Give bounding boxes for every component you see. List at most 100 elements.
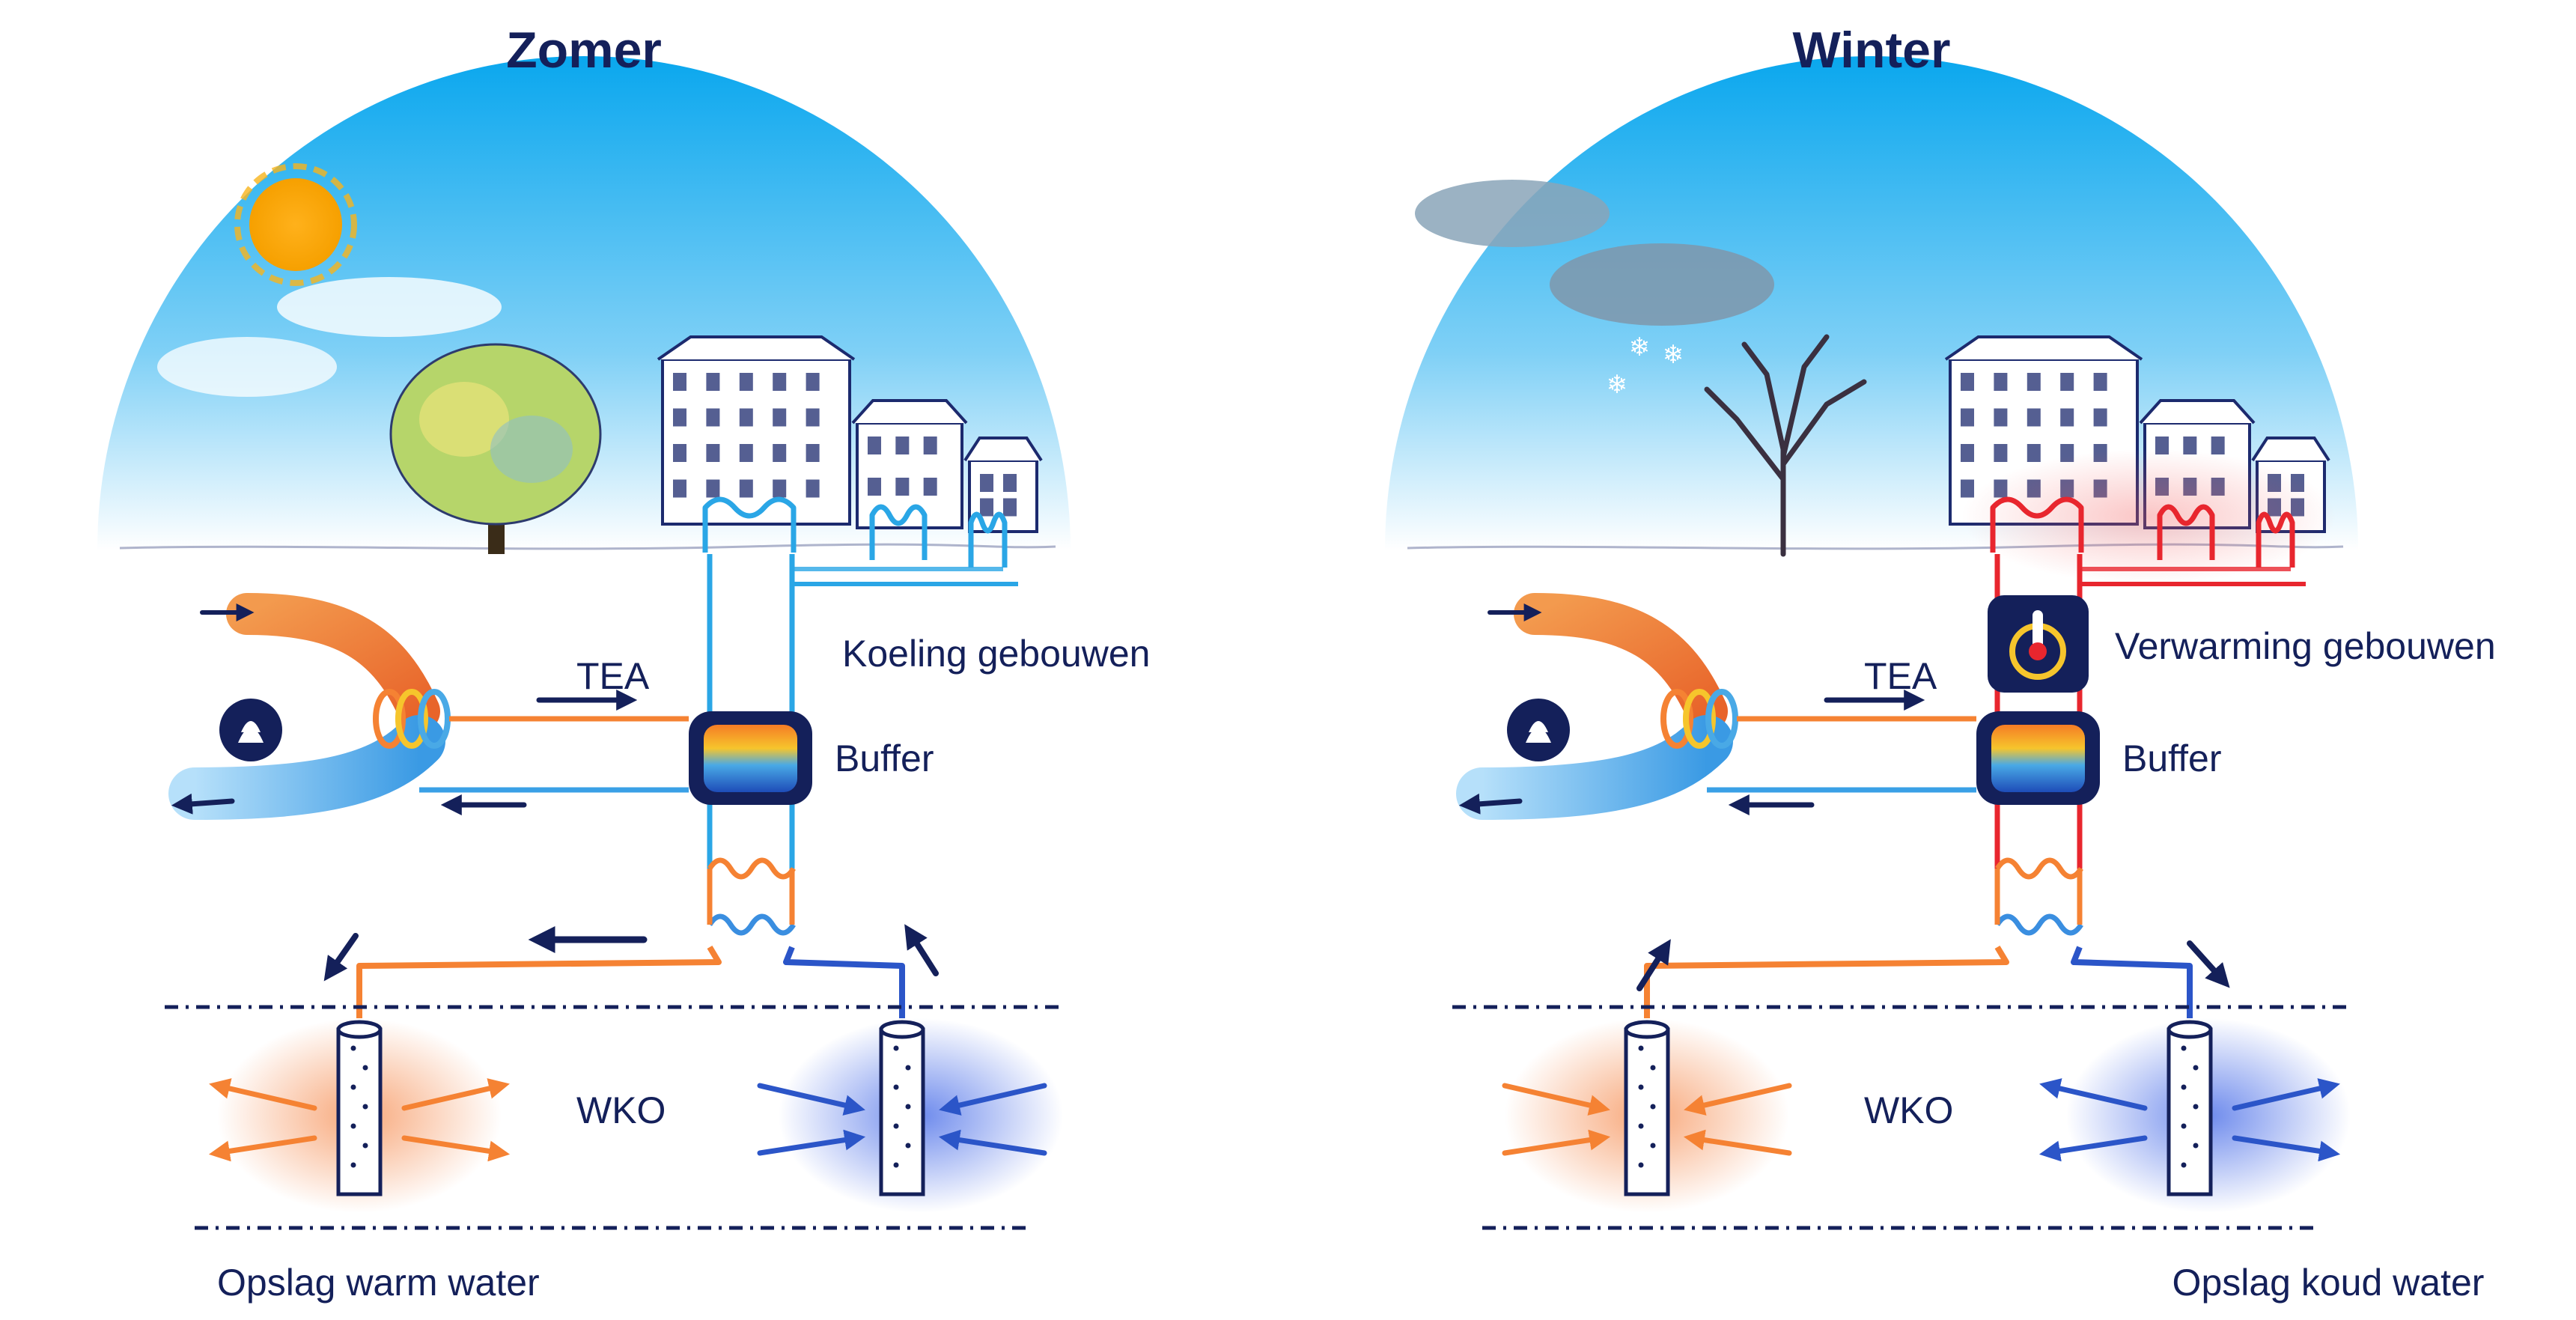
building-window bbox=[773, 373, 786, 391]
building-window bbox=[1994, 409, 2007, 427]
panel-title: Winter bbox=[1793, 22, 1951, 79]
well-perforation bbox=[1651, 1065, 1656, 1071]
summer-content: ZomerTEAKoeling gebouwenBufferWKOOpslag … bbox=[97, 22, 1150, 1304]
warm-well-icon bbox=[1626, 1022, 1668, 1194]
tree-shade bbox=[490, 416, 573, 483]
well-perforation bbox=[2193, 1104, 2199, 1110]
building-window bbox=[1994, 373, 2007, 391]
well-perforation bbox=[1639, 1124, 1644, 1129]
well-perforation bbox=[1639, 1163, 1644, 1168]
building-window bbox=[706, 480, 719, 498]
building-window bbox=[806, 480, 820, 498]
well-perforation bbox=[2181, 1085, 2187, 1090]
building-window bbox=[2027, 409, 2041, 427]
warm-well-pipe bbox=[359, 947, 719, 1018]
building-roof bbox=[965, 438, 1041, 460]
well-perforation bbox=[2193, 1143, 2199, 1149]
building-roof bbox=[2140, 401, 2254, 423]
well-casing bbox=[338, 1029, 380, 1194]
exchanger-coil-warm bbox=[1997, 860, 2081, 877]
well-perforation bbox=[1639, 1046, 1644, 1051]
well-casing bbox=[1626, 1029, 1668, 1194]
building-roof bbox=[853, 401, 966, 423]
label-wko: WKO bbox=[576, 1089, 666, 1131]
building-window bbox=[1003, 474, 1017, 492]
building-window bbox=[868, 478, 881, 496]
buffer-tank-fill bbox=[1991, 725, 2085, 792]
building-window bbox=[740, 373, 753, 391]
building-roof bbox=[2253, 438, 2329, 460]
building-window bbox=[740, 480, 753, 498]
well-perforation bbox=[351, 1124, 356, 1129]
buffer-tank-icon bbox=[1976, 711, 2100, 805]
flow-arrow-down-warm bbox=[329, 936, 356, 973]
well-perforation bbox=[906, 1143, 911, 1149]
winter-panel: Winter❄❄❄TEAVerwarming gebouwenBufferWKO… bbox=[1385, 22, 2496, 1304]
building-window bbox=[2027, 373, 2041, 391]
building-window bbox=[673, 480, 686, 498]
label-storage: Opslag warm water bbox=[217, 1262, 540, 1304]
snowflake: ❄ bbox=[1629, 333, 1651, 362]
building-window bbox=[673, 373, 686, 391]
building-roof bbox=[1946, 337, 2142, 359]
well-perforation bbox=[363, 1065, 368, 1071]
heat-pump-icon bbox=[1988, 595, 2089, 693]
cloud-puff bbox=[277, 277, 502, 337]
well-casing bbox=[881, 1029, 923, 1194]
well-perforation bbox=[894, 1124, 899, 1129]
building-window bbox=[706, 409, 719, 427]
building-window bbox=[980, 474, 993, 492]
well-perforation bbox=[1639, 1085, 1644, 1090]
sewage-pipe-icon bbox=[1467, 612, 1735, 805]
building-window bbox=[1994, 444, 2007, 462]
well-perforation bbox=[351, 1163, 356, 1168]
heat-exchanger-icon bbox=[1997, 860, 2081, 933]
building-window bbox=[1961, 373, 1974, 391]
well-perforation bbox=[906, 1065, 911, 1071]
heating-glow bbox=[1961, 449, 2336, 584]
label-buffer: Buffer bbox=[835, 737, 934, 779]
building-window bbox=[706, 373, 719, 391]
cold-well-icon bbox=[881, 1022, 923, 1194]
well-top bbox=[2169, 1022, 2211, 1037]
building-window bbox=[673, 444, 686, 462]
building-window bbox=[924, 478, 937, 496]
building-window bbox=[1003, 499, 1017, 517]
label-buffer: Buffer bbox=[2122, 737, 2222, 779]
building-window bbox=[806, 373, 820, 391]
buffer-tank-icon bbox=[689, 711, 812, 805]
exchanger-coil-cold bbox=[1997, 916, 2081, 933]
building-window bbox=[773, 409, 786, 427]
building-window bbox=[2060, 409, 2074, 427]
well-perforation bbox=[351, 1046, 356, 1051]
label-wko: WKO bbox=[1864, 1089, 1953, 1131]
flow-arrow-up-cold bbox=[910, 932, 936, 973]
sewage-pipe-icon bbox=[180, 612, 448, 805]
building-window bbox=[868, 437, 881, 454]
building-window bbox=[1961, 409, 1974, 427]
well-perforation bbox=[894, 1046, 899, 1051]
panel-title: Zomer bbox=[506, 22, 662, 79]
building-window bbox=[2094, 373, 2107, 391]
building-window bbox=[673, 409, 686, 427]
cloud-puff bbox=[157, 337, 337, 397]
building-window bbox=[924, 437, 937, 454]
warm-well-pipe bbox=[1647, 947, 2006, 1018]
cold-well-icon bbox=[2169, 1022, 2211, 1194]
building-roof bbox=[658, 337, 854, 359]
cloud-puff bbox=[1550, 243, 1774, 326]
snowflake: ❄ bbox=[1663, 341, 1684, 369]
label-tea: TEA bbox=[1864, 655, 1937, 697]
building-window bbox=[895, 478, 909, 496]
buffer-tank-fill bbox=[704, 725, 797, 792]
well-perforation bbox=[363, 1104, 368, 1110]
building-window bbox=[895, 437, 909, 454]
well-perforation bbox=[2181, 1046, 2187, 1051]
building-window bbox=[1961, 444, 1974, 462]
building-window bbox=[2027, 444, 2041, 462]
poop-icon bbox=[219, 699, 282, 761]
label-distribution: Verwarming gebouwen bbox=[2115, 625, 2496, 667]
